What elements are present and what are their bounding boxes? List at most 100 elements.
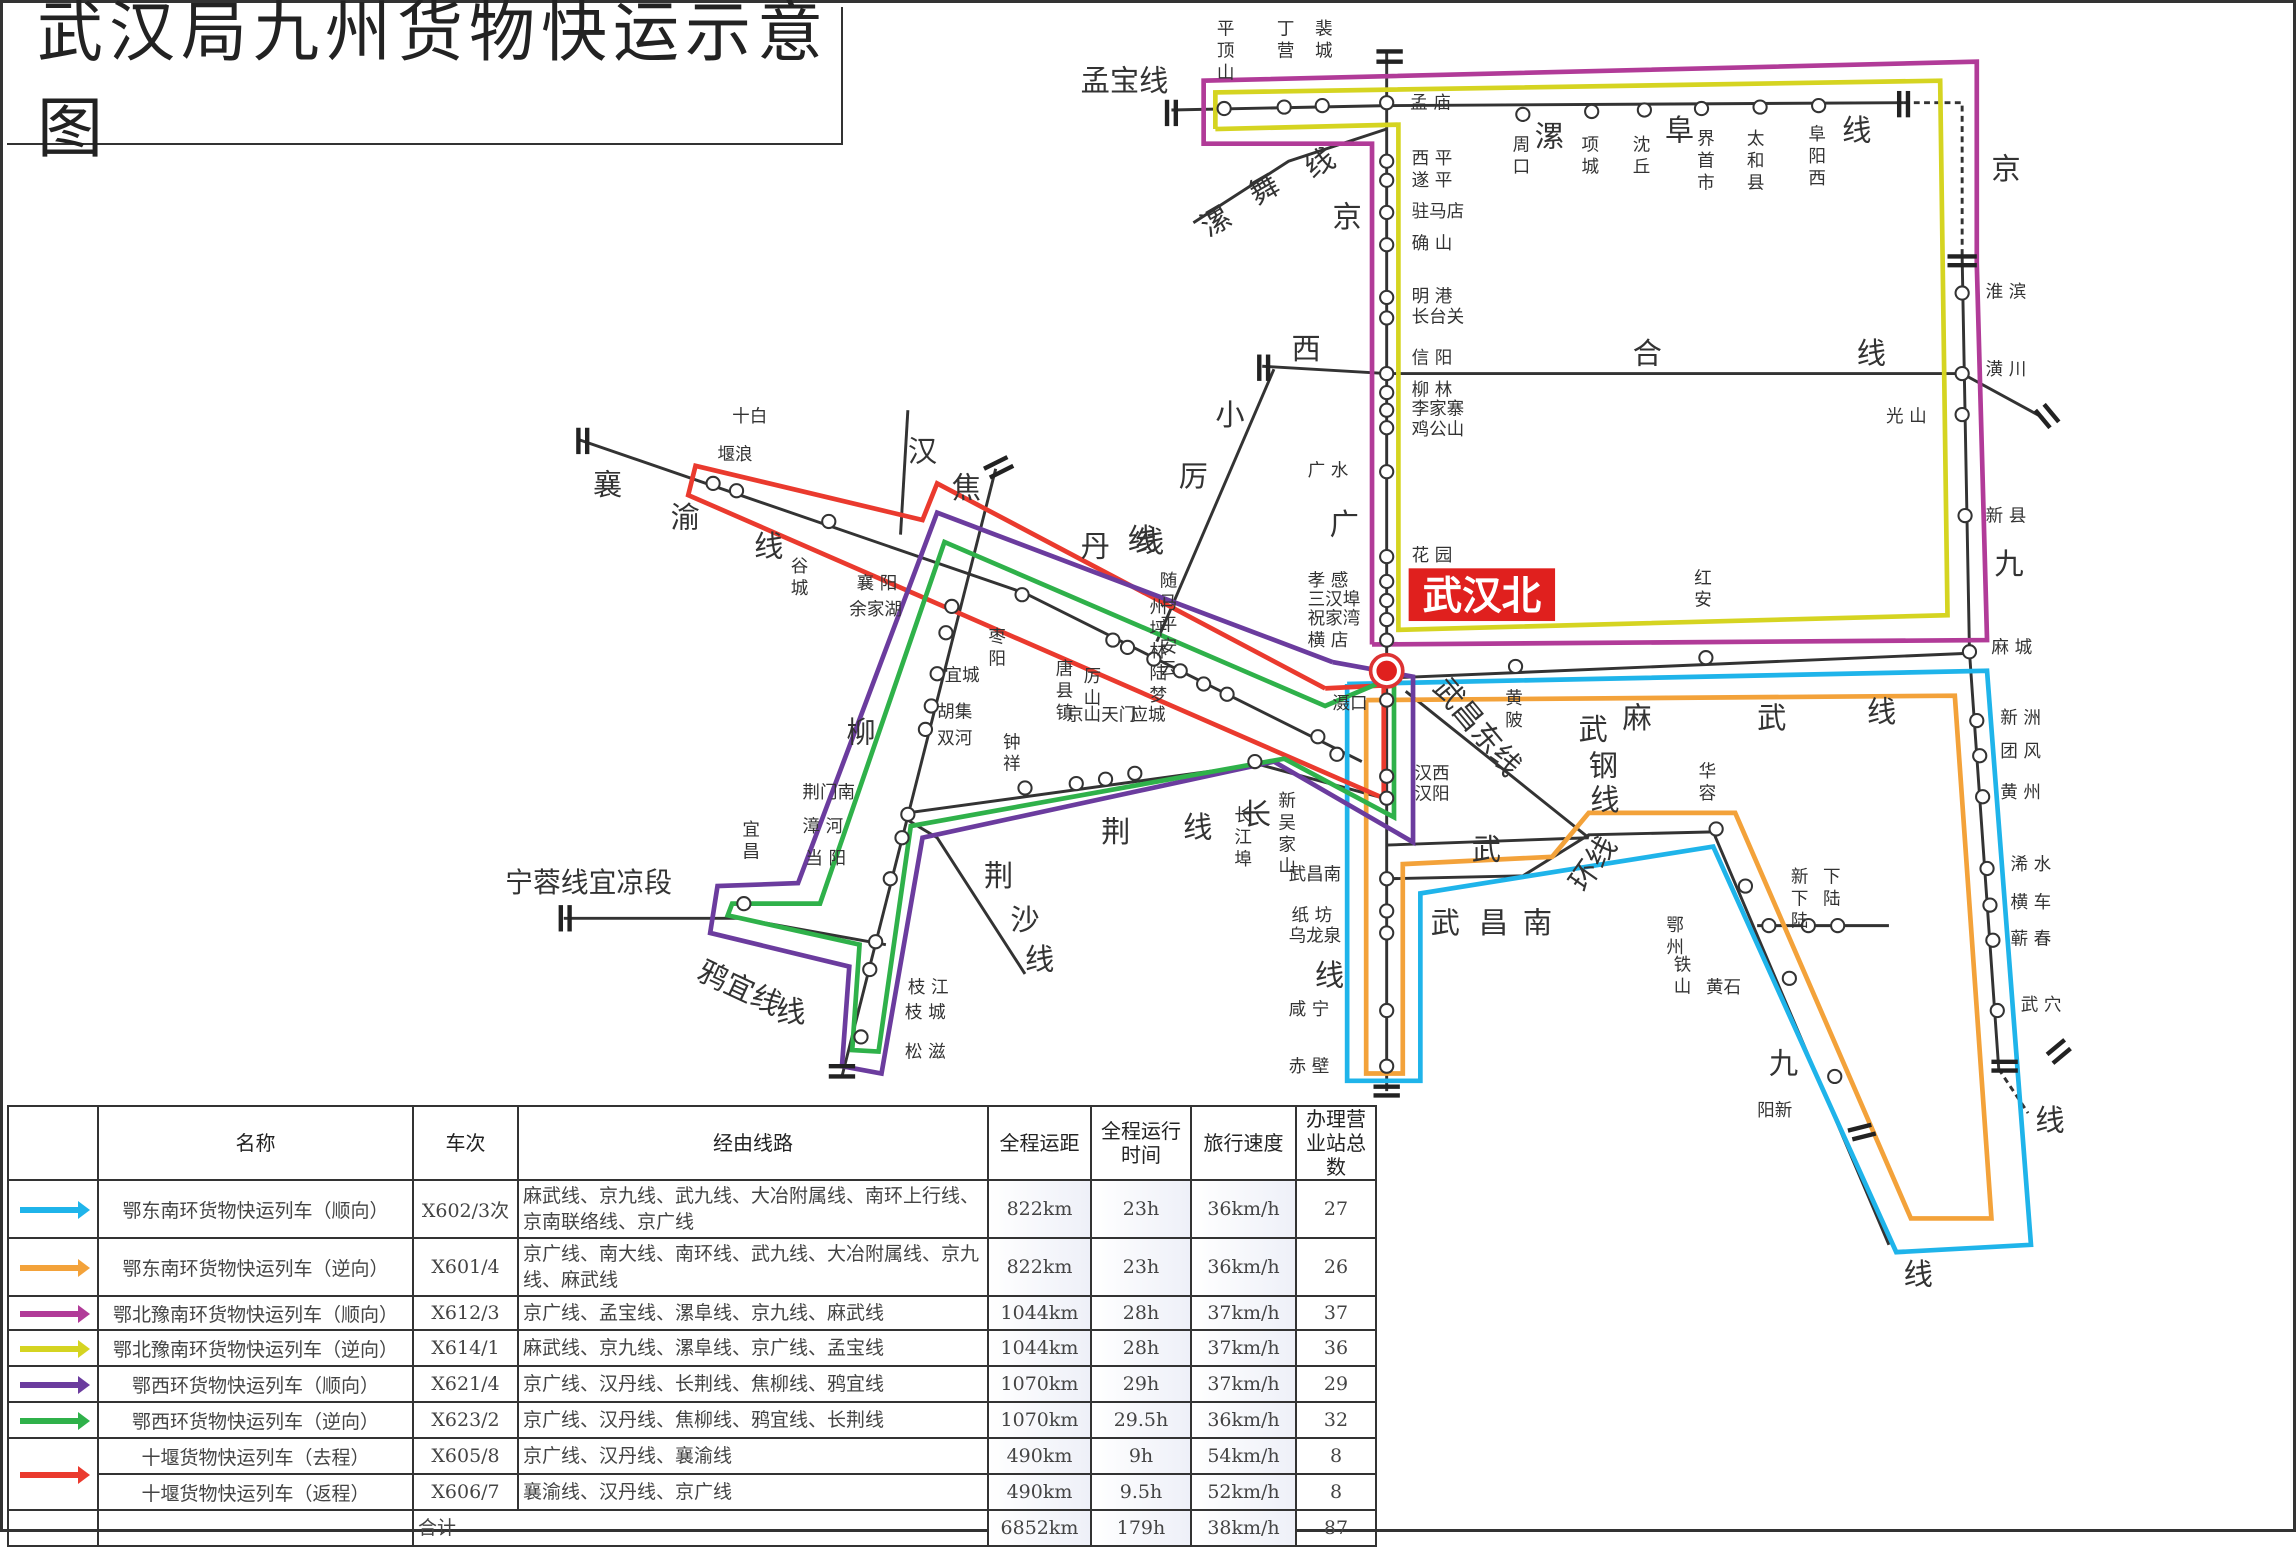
station-label: 当 阳 <box>805 849 846 869</box>
station-marker <box>938 625 954 641</box>
station-marker <box>1636 102 1653 118</box>
line-label: 武 <box>1472 833 1501 867</box>
train-number: X614/1 <box>412 1329 519 1367</box>
station-marker <box>1584 103 1600 120</box>
train-speed: 36km/h <box>1190 1237 1297 1297</box>
line-label: 线 <box>754 530 783 564</box>
legend-arrow-cell <box>7 1237 99 1297</box>
table-row: 鄂西环货物快运列车（逆向） X623/2 京广线、汉丹线、焦柳线、鸦宜线、长荆线… <box>7 1401 1377 1439</box>
arrow-icon <box>20 1340 90 1358</box>
station-marker <box>1068 775 1084 792</box>
station-label: 新下陆 <box>1788 867 1808 933</box>
line-label: 武 <box>1579 713 1608 747</box>
station-marker <box>1379 289 1395 306</box>
station-marker <box>1219 686 1235 702</box>
station-marker <box>1979 860 1995 877</box>
train-distance: 490km <box>987 1437 1092 1475</box>
train-time: 29h <box>1090 1365 1192 1403</box>
station-marker <box>736 896 752 912</box>
station-marker <box>1975 789 1991 805</box>
station-label: 阳新 <box>1757 1101 1792 1121</box>
station-marker <box>1105 632 1121 648</box>
station-label: 麻 城 <box>1991 638 2032 658</box>
line-label: 线 <box>2035 1104 2064 1138</box>
station-label: 界首市 <box>1694 129 1714 195</box>
station-label: 蕲 春 <box>2010 930 2051 950</box>
boundary-mark <box>2051 1046 2072 1065</box>
legend-arrow-cell <box>7 1295 99 1331</box>
station-marker <box>1515 106 1531 123</box>
train-number: X612/3 <box>412 1295 519 1331</box>
title-box: 武汉局九州货物快运示意图 <box>7 0 843 167</box>
station-marker <box>1314 97 1330 114</box>
station-marker <box>1379 237 1395 253</box>
station-label: 黄石 <box>1706 978 1741 998</box>
station-marker <box>1379 402 1395 418</box>
table-row: 十堰货物快运列车（返程） X606/7 襄渝线、汉丹线、京广线 490km 9.… <box>8 1473 1377 1511</box>
line-label: 线 <box>1315 959 1344 993</box>
line-label: 线 <box>1183 811 1212 845</box>
xiaoli-line <box>1155 368 1276 643</box>
boundary-mark <box>1851 1131 1877 1142</box>
line-label: 漯 <box>1535 120 1564 154</box>
train-distance: 1044km <box>987 1295 1092 1331</box>
line-label: 麻 <box>1622 701 1651 735</box>
train-distance: 490km <box>987 1473 1092 1511</box>
train-time: 29.5h <box>1090 1401 1192 1439</box>
table-row: 鄂北豫南环货物快运列车（顺向） X612/3 京广线、孟宝线、漯阜线、京九线、麻… <box>7 1295 1377 1331</box>
train-name: 鄂东南环货物快运列车（逆向） <box>97 1237 414 1297</box>
station-marker <box>1379 365 1395 382</box>
hub-label: 武汉北 <box>1423 573 1542 619</box>
line-label: 线 <box>776 995 805 1029</box>
station-label: 长江埠 <box>1232 806 1252 872</box>
train-distance: 1070km <box>987 1365 1092 1403</box>
station-marker <box>1196 676 1212 692</box>
route-table: 名称 车次 经由线路 全程运距 全程运行时间 旅行速度 办理营业站总数 鄂东南环… <box>7 1105 1377 1547</box>
station-label: 滠口 <box>1333 694 1368 714</box>
station-marker <box>894 830 910 846</box>
station-label: 丁营 <box>1274 19 1294 63</box>
station-label: 平顶山 <box>1214 19 1234 85</box>
station-marker <box>1379 204 1395 221</box>
hub-wuhanbei: 武汉北 <box>1368 568 1556 689</box>
station-marker <box>1752 99 1768 115</box>
train-speed: 54km/h <box>1190 1437 1297 1475</box>
arrow-icon <box>20 1201 90 1219</box>
total-stations: 87 <box>1295 1509 1377 1547</box>
station-marker <box>1379 692 1395 708</box>
station-marker <box>1379 464 1395 480</box>
line-label: 线 <box>1135 525 1164 559</box>
boundary-marks <box>558 49 2072 1142</box>
header-train: 车次 <box>412 1105 519 1181</box>
line-label: 沙 <box>1010 903 1039 937</box>
line-label: 钢 <box>1589 749 1618 783</box>
station-marker <box>868 934 884 950</box>
train-distance: 1070km <box>987 1401 1092 1439</box>
station-marker <box>853 1029 869 1045</box>
station-label: 天门 <box>1101 706 1136 726</box>
station-label: 周口 <box>1510 135 1530 179</box>
line-label: 阜 <box>1665 114 1694 148</box>
station-label: 谷城 <box>788 557 808 601</box>
line-label: 合 <box>1633 336 1662 370</box>
wujiu-branch <box>1386 836 1589 847</box>
station-marker <box>1127 765 1143 781</box>
station-marker <box>1982 897 1998 913</box>
train-route: 襄渝线、汉丹线、京广线 <box>517 1473 989 1511</box>
station-label: 鸡公山 <box>1412 420 1465 440</box>
station-label: 明 港 <box>1412 287 1453 307</box>
station-label: 潢 川 <box>1986 360 2027 380</box>
station-marker <box>1172 663 1188 679</box>
station-label: 裴城 <box>1312 19 1332 63</box>
station-label: 漳 河 <box>802 817 843 837</box>
train-route: 京广线、孟宝线、漯阜线、京九线、麻武线 <box>517 1295 989 1331</box>
line-label: 荆 <box>1101 815 1130 849</box>
line-label: 线 <box>1904 1257 1933 1291</box>
train-speed: 37km/h <box>1190 1329 1297 1367</box>
station-marker <box>1276 99 1292 115</box>
legend-arrow-cell <box>7 1401 99 1439</box>
station-label: 余家湖 <box>849 600 902 620</box>
train-name: 十堰货物快运列车（去程） <box>97 1437 414 1475</box>
station-label: 华容 <box>1696 762 1716 806</box>
header-time: 全程运行时间 <box>1090 1105 1192 1181</box>
